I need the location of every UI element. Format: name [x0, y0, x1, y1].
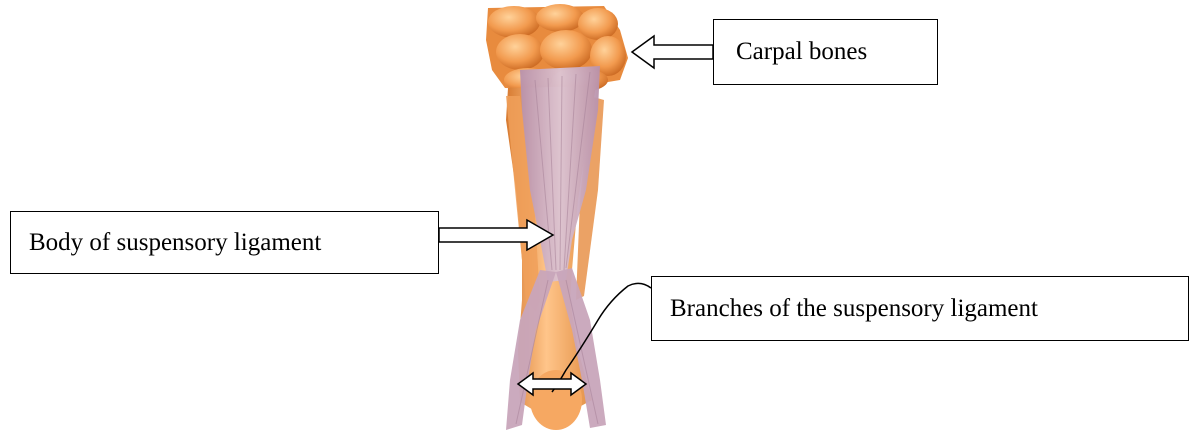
carpal-bone-1 — [488, 6, 540, 38]
carpal-bones-label-box: Carpal bones — [713, 19, 938, 85]
ligament-body-label-box: Body of suspensory ligament — [10, 211, 439, 274]
carpal-bones-label: Carpal bones — [736, 38, 867, 66]
carpal-pointer-arrow — [632, 36, 713, 68]
carpal-bone-3 — [578, 8, 618, 40]
ligament-branches-label: Branches of the suspensory ligament — [670, 295, 1038, 323]
ligament-branches-label-box: Branches of the suspensory ligament — [651, 276, 1189, 341]
ligament-body-label: Body of suspensory ligament — [29, 229, 321, 257]
carpal-bone-2 — [536, 4, 584, 32]
body-pointer-arrow — [439, 220, 553, 250]
carpal-bone-5 — [540, 30, 592, 70]
carpal-bone-4 — [496, 34, 544, 70]
